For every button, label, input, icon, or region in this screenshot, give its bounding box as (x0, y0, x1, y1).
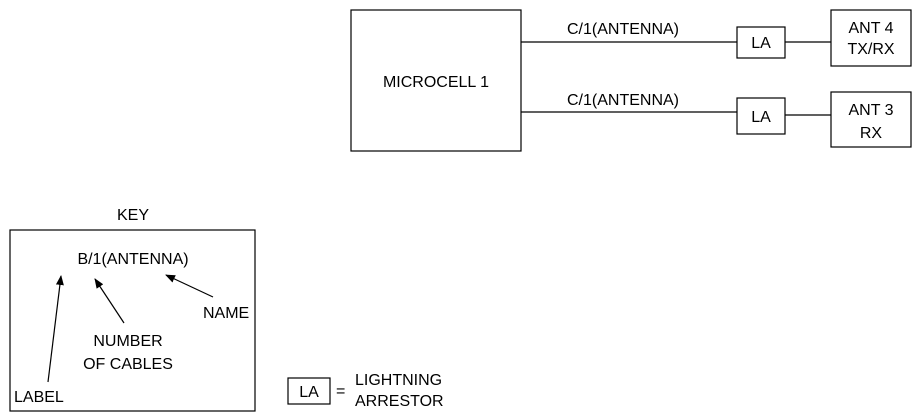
legend-meaning-line1: LIGHTNING (355, 372, 442, 389)
key-label-text: LABEL (14, 389, 64, 406)
number-arrow (94, 278, 125, 324)
antenna-3-box (830, 91, 912, 148)
legend-la-symbol: LA (299, 384, 319, 401)
legend-equals: = (336, 383, 345, 400)
key-name-text: NAME (203, 305, 249, 322)
microcell-box (350, 9, 522, 152)
cable-label-top: C/1(ANTENNA) (567, 21, 679, 38)
name-arrow (165, 274, 214, 298)
microcell-label: MICROCELL 1 (383, 74, 489, 91)
lightning-arrestor-bottom (736, 97, 786, 135)
legend-meaning-line2: ARRESTOR (355, 393, 444, 410)
arrestor-label-bottom: LA (751, 109, 771, 126)
key-number-text-line2: OF CABLES (83, 356, 173, 373)
legend-la-box (287, 377, 331, 405)
antenna-4-mode: TX/RX (847, 41, 894, 58)
antenna-4-name: ANT 4 (848, 20, 893, 37)
antenna-4-box (830, 9, 912, 67)
key-box (9, 229, 256, 412)
arrestor-label-top: LA (751, 35, 771, 52)
cable-label-bottom: C/1(ANTENNA) (567, 92, 679, 109)
antenna-3-mode: RX (860, 125, 883, 142)
antenna-3-name: ANT 3 (848, 102, 893, 119)
key-example: B/1(ANTENNA) (77, 251, 188, 268)
label-arrow (47, 275, 64, 383)
key-number-text-line1: NUMBER (93, 333, 162, 350)
key-title: KEY (117, 207, 149, 224)
